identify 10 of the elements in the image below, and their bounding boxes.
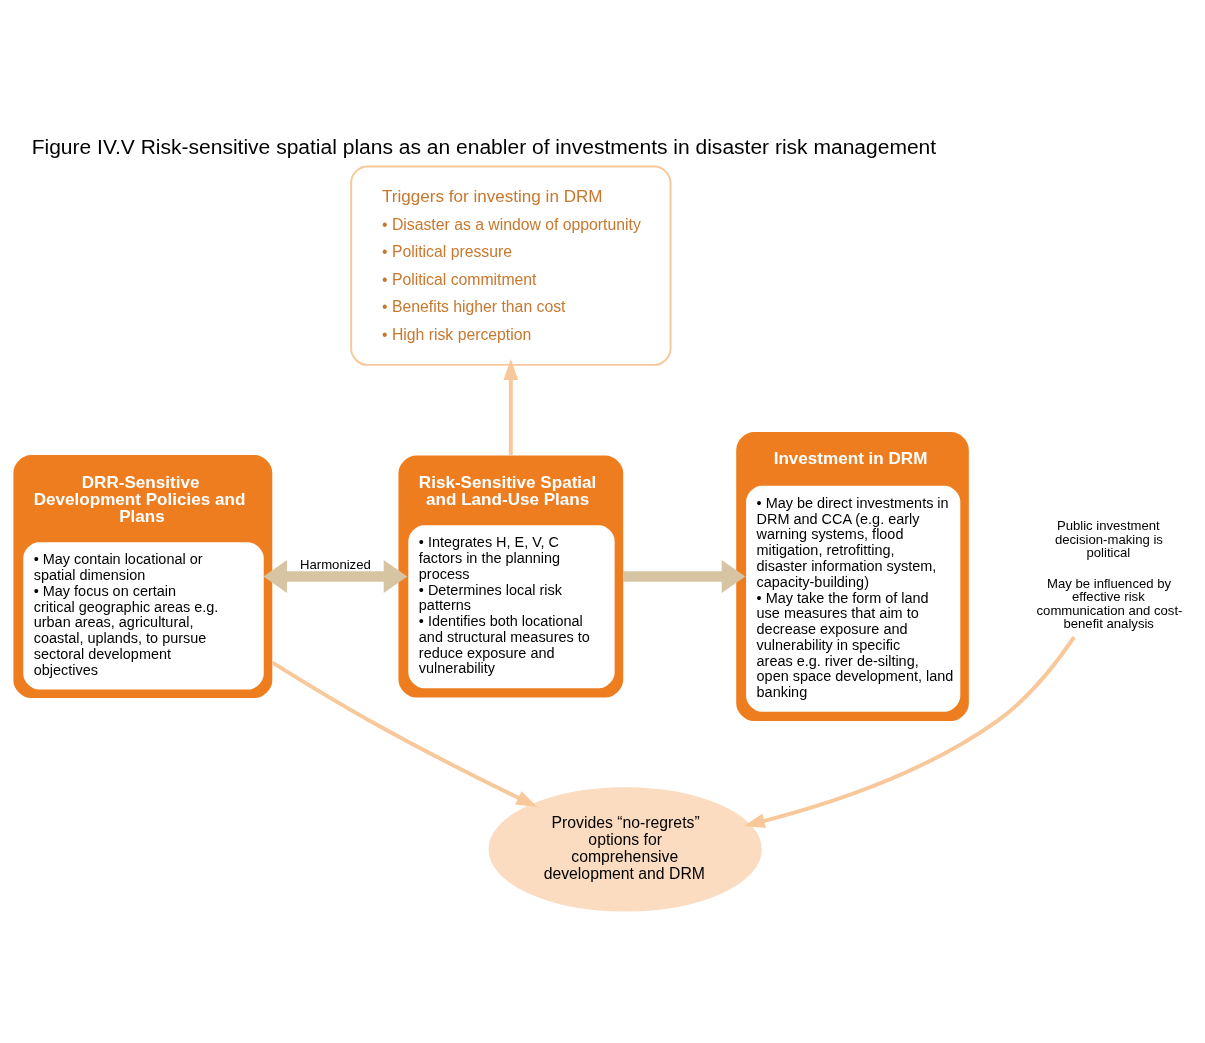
node-box: Triggers for investing in DRM • Disaster as a window of opportunity • Political pressure • Political commitment • Benefits higher than cost • High risk perception [350,165,672,366]
node-text: Public investment decision-making is political May be influenced by effective risk communication and cost-benefit analysis [1036,518,1183,631]
node-ellipse: Provides “no-regrets” options for comprehensive development and DRM [488,787,762,912]
arrow [503,358,519,456]
edge-label: Harmonized [299,556,371,572]
arrow [263,559,408,593]
arrow [743,636,1076,829]
arrow [623,559,746,593]
arrow [271,660,538,808]
diagram-title: Figure IV.V Risk-sensitive spatial plans as an enabler of investments in disaster risk management [31,135,937,159]
